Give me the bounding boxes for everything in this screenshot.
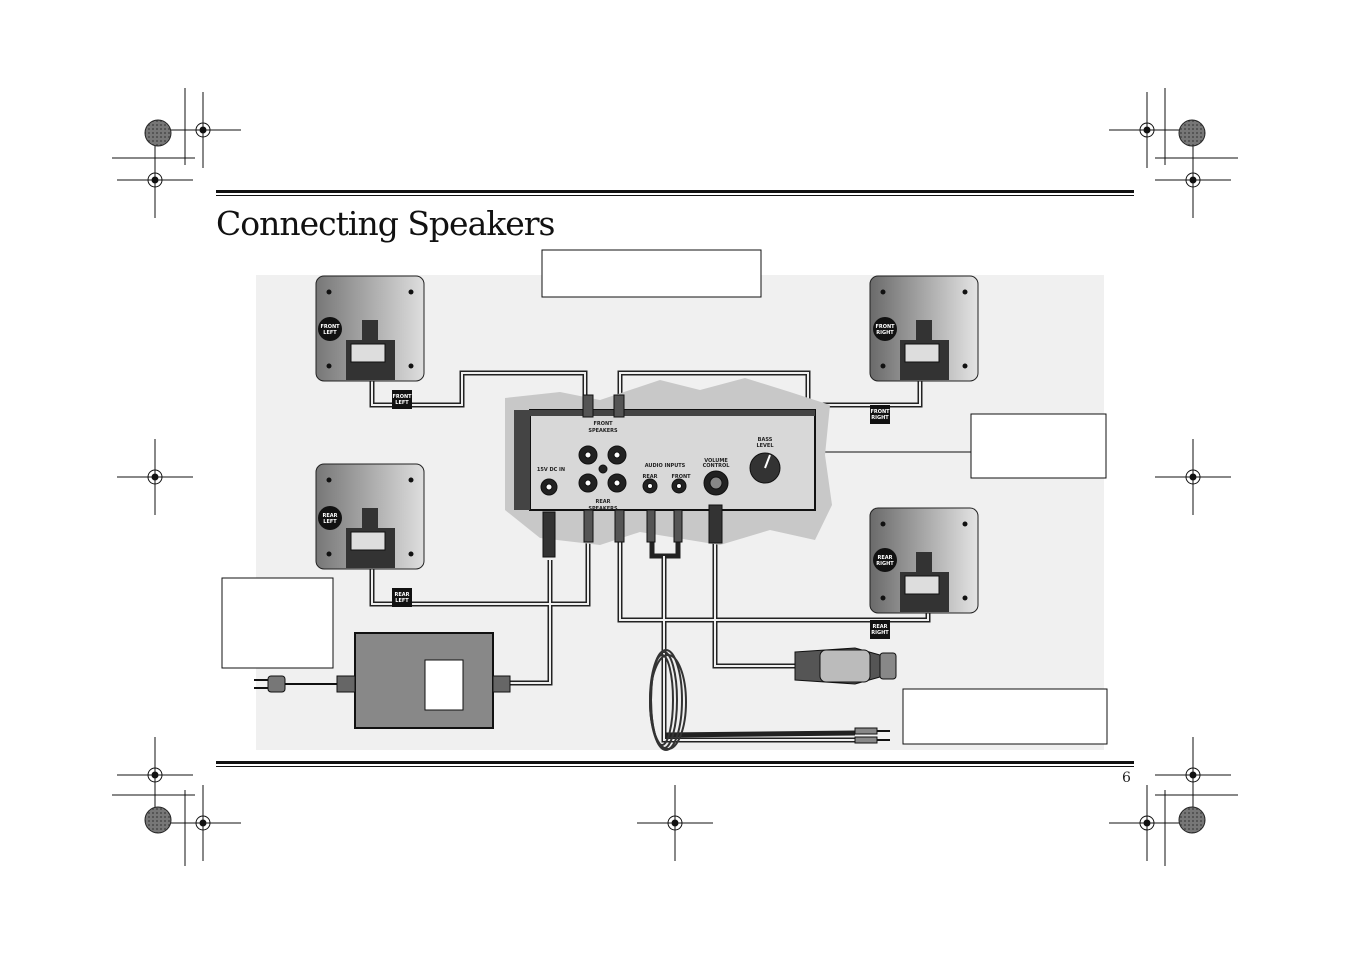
volume-control-label-2: CONTROL	[703, 463, 731, 469]
svg-text:RIGHT: RIGHT	[871, 415, 889, 421]
rear-speakers-label-1: REAR	[596, 499, 611, 505]
callout-box-top	[541, 249, 762, 298]
control-panel	[505, 378, 832, 545]
callout-box-bass	[970, 413, 1107, 479]
svg-text:FRONT: FRONT	[870, 409, 890, 415]
badge-front-left-2: LEFT	[323, 330, 337, 336]
coiled-audio-cable	[649, 649, 687, 751]
svg-text:REAR: REAR	[873, 624, 888, 630]
starburst-target	[1178, 806, 1206, 834]
svg-text:RIGHT: RIGHT	[871, 630, 889, 636]
callout-box-power	[221, 577, 334, 669]
cable-tag-front-left: FRONT LEFT	[392, 390, 412, 409]
panel-plugs	[542, 394, 723, 558]
stereo-plugs	[854, 727, 890, 744]
audio-front-label: FRONT	[671, 474, 691, 480]
badge-rear-right-1: REAR	[878, 555, 893, 561]
page-title: Connecting Speakers	[216, 204, 555, 243]
audio-rear-label: REAR	[643, 474, 658, 480]
dc-in-label: 15V DC IN	[537, 467, 565, 473]
front-speakers-label-1: FRONT	[593, 421, 613, 427]
bass-level-label-2: LEVEL	[756, 443, 774, 449]
volume-control-pod	[794, 647, 897, 685]
top-rule	[216, 190, 1134, 196]
bass-level-label-1: BASS	[758, 437, 773, 443]
speaker-rear-right: REAR RIGHT	[869, 507, 979, 614]
cable-tag-rear-left: REAR LEFT	[392, 588, 412, 607]
badge-rear-right-2: RIGHT	[876, 561, 894, 567]
starburst-target	[144, 119, 172, 147]
panel-jacks	[540, 445, 729, 496]
audio-inputs-label: AUDIO INPUTS	[645, 463, 686, 469]
volume-control-label-1: VOLUME	[704, 458, 728, 464]
cable-tag-rear-right: REAR RIGHT	[870, 620, 890, 639]
registration-marks	[112, 88, 1238, 866]
starburst-target	[1178, 119, 1206, 147]
speaker-rear-left: REAR LEFT	[315, 463, 425, 570]
callout-box-audio	[902, 688, 1108, 745]
rear-speakers-label-2: SPEAKERS	[588, 506, 618, 512]
svg-text:LEFT: LEFT	[395, 598, 409, 604]
badge-rear-left-2: LEFT	[323, 519, 337, 525]
front-speakers-label-2: SPEAKERS	[588, 428, 618, 434]
badge-rear-left-1: REAR	[323, 513, 338, 519]
svg-text:LEFT: LEFT	[395, 400, 409, 406]
svg-text:REAR: REAR	[395, 592, 410, 598]
badge-front-right-2: RIGHT	[876, 330, 894, 336]
starburst-target	[144, 806, 172, 834]
svg-text:FRONT: FRONT	[392, 394, 412, 400]
page-number: 6	[1122, 770, 1131, 786]
badge-front-left-1: FRONT	[320, 324, 340, 330]
badge-front-right-1: FRONT	[875, 324, 895, 330]
bottom-rule	[216, 761, 1134, 767]
speaker-front-right: FRONT RIGHT	[869, 275, 979, 382]
speaker-front-left: FRONT LEFT	[315, 275, 425, 382]
cable-tag-front-right: FRONT RIGHT	[870, 405, 890, 424]
bass-knob	[749, 452, 781, 484]
power-adapter	[254, 632, 511, 729]
panel-labels: FRONT SPEAKERS REAR SPEAKERS 15V DC IN A…	[537, 421, 774, 512]
